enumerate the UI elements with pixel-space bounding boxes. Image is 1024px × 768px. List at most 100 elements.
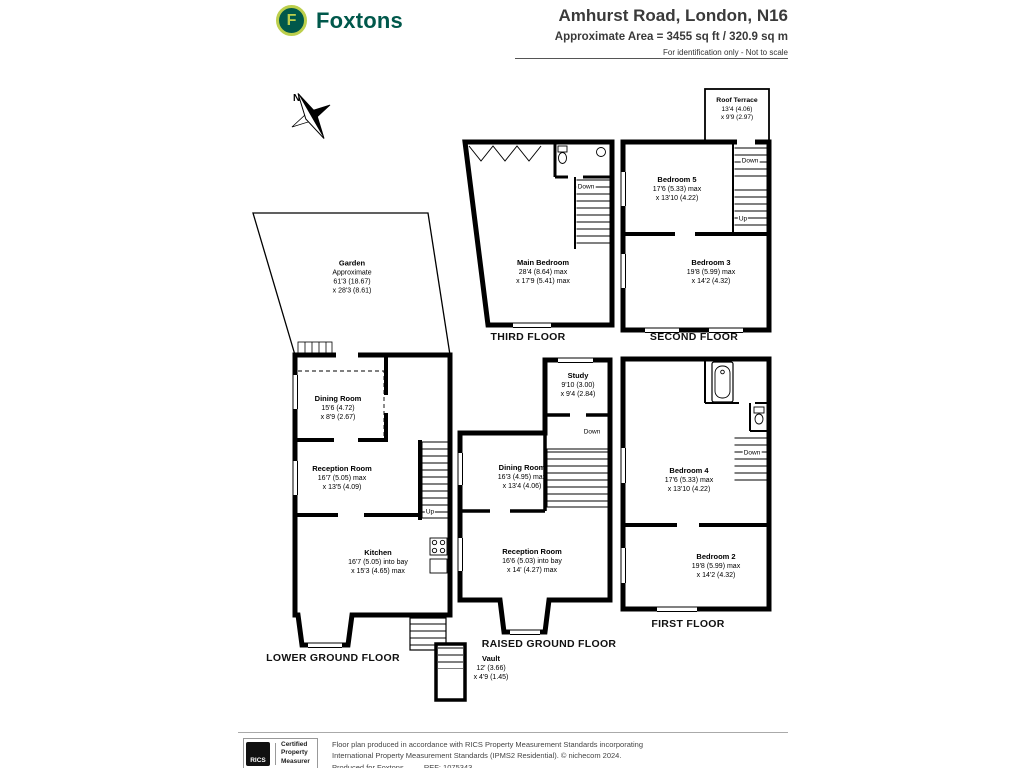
stairs-down-label-third-floor: Down — [576, 183, 596, 191]
room-name: Reception Room — [312, 464, 372, 474]
header-title-block: Amhurst Road, London, N16 Approximate Ar… — [555, 6, 788, 57]
footer-line-3: Produced for Foxtons. REF: 1075343 — [332, 762, 643, 768]
room-name: Garden — [338, 258, 366, 268]
stairs-down — [734, 437, 768, 481]
house-outline — [292, 352, 453, 648]
rics-logo: RICS — [246, 741, 270, 766]
floor-label-lower-ground: LOWER GROUND FLOOR — [266, 652, 400, 664]
room-name: Bedroom 3 — [691, 258, 731, 268]
room-name: Main Bedroom — [516, 258, 570, 268]
room-label-bedroom5: Bedroom 5 17'6 (5.33) max x 13'10 (4.22) — [653, 175, 701, 203]
floor-label-first: FIRST FLOOR — [651, 618, 725, 630]
room-dim: 12' (3.66) — [476, 664, 506, 672]
windows — [513, 321, 551, 329]
room-label-rg-reception: Reception Room 16'6 (5.03) into bay x 14… — [502, 547, 562, 575]
rics-caption-line: Property — [281, 749, 308, 757]
identification-note: For identification only - Not to scale — [663, 48, 788, 57]
room-label-main-bedroom: Main Bedroom 28'4 (8.64) max x 17'9 (5.4… — [516, 258, 570, 286]
vault-outline — [434, 642, 467, 702]
second-floor-drawing — [619, 88, 772, 334]
room-name: Bedroom 4 — [669, 466, 709, 476]
room-dim: x 13'4 (4.06) — [502, 482, 542, 490]
room-name: Vault — [482, 654, 500, 664]
room-label-rg-vault: Vault 12' (3.66) x 4'9 (1.45) — [474, 654, 509, 682]
third-floor-drawing — [462, 139, 615, 329]
garden-label: Garden Approximate 61'3 (18.67) x 28'3 (… — [332, 258, 371, 295]
room-label-rg-dining: Dining Room 16'3 (4.95) max x 13'4 (4.06… — [498, 463, 546, 491]
raised-ground-floor-drawing — [434, 356, 613, 702]
sloped-ceiling-zigzag — [468, 145, 542, 162]
stairs-down-label-raised-ground: Down — [582, 428, 602, 436]
rics-caption-line: Measurer — [281, 757, 310, 765]
room-name: Bedroom 2 — [696, 552, 736, 562]
room-dim: 16'3 (4.95) max — [497, 473, 547, 481]
room-label-bedroom3: Bedroom 3 19'8 (5.99) max x 14'2 (4.32) — [687, 258, 735, 286]
room-name: Dining Room — [314, 394, 362, 404]
windows — [456, 356, 593, 636]
room-name: Roof Terrace — [716, 97, 758, 105]
page-title: Amhurst Road, London, N16 — [558, 6, 789, 25]
room-dim: 13'4 (4.06) — [721, 105, 753, 113]
room-dim: x 14'2 (4.32) — [691, 277, 731, 285]
kitchen-appliances — [429, 537, 448, 574]
stairs-up-label-second-floor: Up — [737, 215, 749, 223]
room-dim: Approximate — [332, 269, 372, 277]
room-label-bedroom2: Bedroom 2 19'8 (5.99) max x 14'2 (4.32) — [692, 552, 740, 580]
floor-label-third: THIRD FLOOR — [490, 331, 566, 343]
room-dim: 19'8 (5.99) max — [686, 268, 736, 276]
room-label-bedroom4: Bedroom 4 17'6 (5.33) max x 13'10 (4.22) — [665, 466, 713, 494]
windows — [619, 138, 755, 334]
room-dim: 17'6 (5.33) max — [652, 185, 702, 193]
room-dim: 28'4 (8.64) max — [518, 268, 568, 276]
foxtons-logo: F Foxtons — [276, 5, 403, 36]
room-dim: 15'6 (4.72) — [321, 404, 355, 412]
foxtons-logo-letter: F — [286, 11, 297, 29]
room-label-roof-terrace: Roof Terrace 13'4 (4.06) x 9'9 (2.97) — [716, 97, 757, 123]
room-dim: x 14'2 (4.32) — [696, 571, 736, 579]
rics-acronym: RICS — [250, 756, 266, 764]
windows — [291, 352, 358, 649]
room-label-lg-reception: Reception Room 16'7 (5.05) max x 13'5 (4… — [312, 464, 372, 492]
rics-certification-badge: RICS Certified Property Measurer — [243, 738, 318, 768]
room-dim: 16'7 (5.05) into bay — [348, 558, 408, 566]
room-dim: 16'6 (5.03) into bay — [502, 557, 562, 565]
room-dim: x 13'10 (4.22) — [655, 194, 699, 202]
floor-label-second: SECOND FLOOR — [649, 331, 739, 343]
header-rule — [515, 58, 788, 59]
room-name: Study — [567, 371, 589, 381]
bathroom-fixtures — [557, 145, 606, 164]
room-name: Reception Room — [502, 547, 562, 557]
room-dim: 9'10 (3.00) — [561, 381, 595, 389]
bathroom-walls — [553, 142, 612, 179]
room-dim: 16'7 (5.05) max — [317, 474, 367, 482]
reference-number: REF: 1075343 — [423, 762, 473, 768]
footer-rule — [238, 732, 788, 733]
room-dim: x 17'9 (5.41) max — [516, 277, 570, 285]
room-label-lg-dining: Dining Room 15'6 (4.72) x 8'9 (2.67) — [315, 394, 362, 422]
footer-disclaimer: Floor plan produced in accordance with R… — [332, 739, 643, 768]
room-dim: 61'3 (18.67) — [333, 278, 371, 286]
room-dim: x 13'5 (4.09) — [322, 483, 362, 491]
stairs-up-label-lower-ground: Up — [424, 508, 436, 516]
footer-line-2: International Property Measurement Stand… — [332, 751, 622, 761]
foxtons-wordmark: Foxtons — [316, 7, 403, 33]
floor-label-raised-ground: RAISED GROUND FLOOR — [481, 638, 617, 650]
room-dim: x 15'3 (4.65) max — [351, 567, 405, 575]
room-dim: x 9'4 (2.84) — [560, 390, 596, 398]
approximate-area-line: Approximate Area = 3455 sq ft / 320.9 sq… — [554, 31, 788, 43]
room-dim: x 4'9 (1.45) — [473, 673, 509, 681]
house-outline — [457, 357, 613, 635]
room-dim: x 14' (4.27) max — [507, 566, 557, 574]
stairs-up — [421, 441, 449, 519]
room-name: Bedroom 5 — [657, 175, 697, 185]
dining-dashed-boundary — [298, 370, 385, 437]
foxtons-roundel-icon: F — [276, 5, 307, 36]
room-name: Kitchen — [364, 548, 392, 558]
first-floor-drawing — [619, 356, 772, 613]
interior-walls — [295, 357, 422, 520]
room-dim: x 9'9 (2.97) — [720, 114, 754, 122]
room-label-lg-kitchen: Kitchen 16'7 (5.05) into bay x 15'3 (4.6… — [348, 548, 408, 576]
compass-north-label: N — [293, 93, 300, 104]
room-label-rg-study: Study 9'10 (3.00) x 9'4 (2.84) — [561, 371, 596, 399]
